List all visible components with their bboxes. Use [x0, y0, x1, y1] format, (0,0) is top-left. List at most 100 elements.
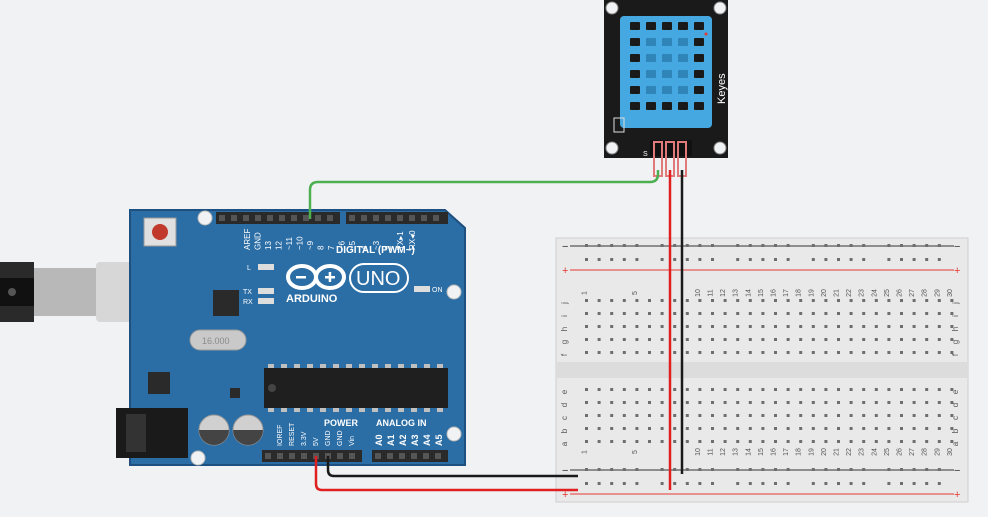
terminal-hole [622, 427, 626, 430]
column-number: 29 [934, 448, 941, 456]
signal-wire[interactable] [308, 170, 660, 219]
terminal-hole [711, 427, 714, 430]
rail-hole [736, 258, 740, 261]
rail-hole [824, 244, 828, 247]
terminal-hole [862, 388, 866, 391]
terminal-hole [723, 401, 727, 404]
terminal-hole [685, 299, 689, 302]
terminal-hole [748, 388, 752, 391]
column-number: 21 [834, 448, 841, 456]
row-letter: i [560, 315, 569, 317]
reset-button[interactable] [143, 217, 177, 247]
header-hole [327, 215, 333, 221]
header-hole [301, 453, 307, 459]
terminal-hole [610, 388, 614, 391]
rail-hole [711, 244, 714, 247]
chip-pin [281, 408, 287, 412]
column-number: 15 [758, 289, 765, 297]
terminal-hole [900, 351, 903, 354]
column-number: 22 [846, 289, 853, 297]
rail-hole [774, 244, 777, 247]
digital-pin-label: 4 [360, 245, 369, 250]
terminal-hole [824, 388, 828, 391]
terminal-hole [723, 440, 727, 443]
column-number: 17 [783, 448, 790, 456]
terminal-hole [635, 299, 639, 302]
rail-hole [900, 244, 903, 247]
power-jack[interactable] [116, 408, 188, 458]
ground-wire-arduino[interactable] [326, 456, 578, 478]
terminal-hole [673, 440, 677, 443]
rail-hole [622, 468, 626, 471]
terminal-hole [660, 401, 664, 404]
sensor-vent [662, 54, 672, 62]
sensor-vent [662, 86, 672, 94]
terminal-hole [736, 440, 740, 443]
terminal-hole [900, 338, 903, 341]
column-number: 1 [582, 450, 589, 454]
terminal-hole [786, 338, 790, 341]
header-hole [423, 453, 429, 459]
column-number: 28 [922, 448, 929, 456]
rail-hole [761, 258, 765, 261]
power-wire-arduino[interactable] [314, 456, 578, 492]
sensor-vent [694, 22, 704, 30]
breadboard[interactable]: − + − + − + − + 115510101111121213131414… [555, 237, 969, 503]
wires[interactable] [308, 170, 684, 492]
terminal-hole [950, 414, 954, 417]
header-hole [421, 215, 427, 221]
chip-pin [307, 364, 313, 368]
terminal-hole [837, 427, 840, 430]
sensor-vent [678, 54, 688, 62]
sensor-vent [662, 22, 672, 30]
terminal-hole [900, 440, 903, 443]
rail-hole [786, 244, 790, 247]
rail-hole [585, 258, 588, 261]
capacitor-1 [198, 414, 230, 446]
terminal-hole [862, 312, 866, 315]
terminal-hole [685, 414, 689, 417]
rail-hole [622, 482, 626, 485]
terminal-hole [610, 414, 614, 417]
terminal-hole [761, 388, 765, 391]
rail-hole [786, 258, 790, 261]
sensor-vent [678, 22, 688, 30]
breadboard-labels: 1155101011111212131314141515161617171818… [560, 289, 960, 456]
rail-hole [622, 258, 626, 261]
terminal-hole [660, 388, 664, 391]
chip-pin [346, 408, 352, 412]
header-hole [337, 453, 343, 459]
terminal-hole [837, 351, 840, 354]
terminal-hole [698, 351, 702, 354]
terminal-hole [723, 325, 727, 328]
column-number: 16 [771, 448, 778, 456]
terminal-hole [585, 312, 588, 315]
column-number: 14 [745, 289, 752, 297]
rail-hole [698, 244, 702, 247]
terminal-hole [837, 414, 840, 417]
terminal-hole [736, 299, 740, 302]
column-number: 21 [834, 289, 841, 297]
dht-sensor-module[interactable]: Keyes S [604, 0, 728, 177]
terminal-hole [685, 351, 689, 354]
power-pin-label: Vin [349, 436, 356, 446]
column-number: 20 [821, 448, 828, 456]
sensor-vent [646, 86, 656, 94]
terminal-hole [862, 401, 866, 404]
terminal-hole [799, 440, 803, 443]
terminal-hole [912, 414, 916, 417]
chip-pin [372, 408, 378, 412]
terminal-hole [685, 388, 689, 391]
column-number: 5 [632, 450, 639, 454]
sensor-vent [694, 38, 704, 46]
terminal-hole [648, 325, 651, 328]
analog-header-label: ANALOG IN [376, 418, 427, 428]
terminal-hole [799, 351, 803, 354]
rail-hole [597, 244, 601, 247]
terminal-hole [648, 427, 651, 430]
sensor-vent [678, 38, 688, 46]
